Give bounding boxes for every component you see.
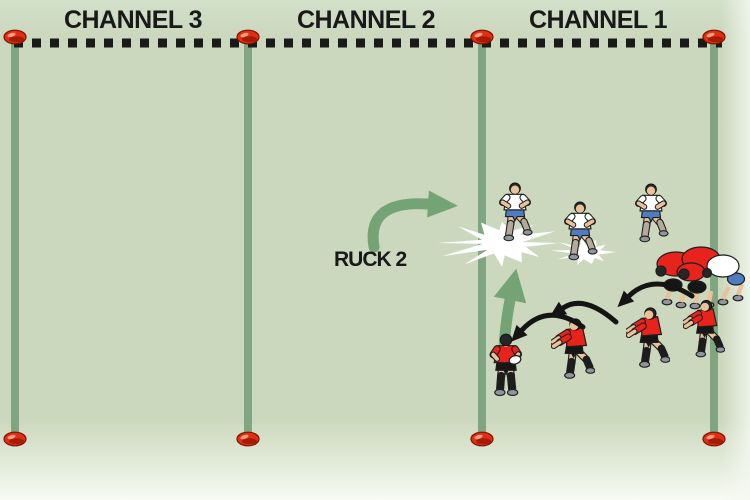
ruck-entry-arrow-head <box>427 190 458 218</box>
scrum-half <box>685 300 725 356</box>
pass-arrow-3 <box>519 312 586 333</box>
cone <box>236 431 260 447</box>
pass-arrow-2 <box>560 300 619 325</box>
cone <box>702 431 726 447</box>
channel-label-3: CHANNEL 3 <box>63 6 203 34</box>
channel-line <box>710 44 718 437</box>
channel-line <box>11 44 19 437</box>
ruck-starburst-layer <box>437 221 616 267</box>
ruck-label: RUCK 2 <box>334 248 407 271</box>
cones-layer <box>3 29 726 447</box>
cone <box>3 431 27 447</box>
cone <box>702 29 726 45</box>
attacker-2 <box>553 319 595 378</box>
cone <box>3 29 27 45</box>
ruck-starburst <box>550 236 616 266</box>
channel-label-1: CHANNEL 1 <box>528 6 668 34</box>
cone <box>470 29 494 45</box>
cone <box>236 29 260 45</box>
pass-arrows-layer <box>511 281 695 342</box>
pass-arrow-3-head <box>511 324 528 342</box>
channel-line <box>244 44 252 437</box>
pass-arrow-1-head <box>617 290 635 308</box>
attacker-3 <box>628 308 670 367</box>
channel-lines-layer <box>11 44 718 437</box>
support-run-arrow-head <box>493 268 527 304</box>
cone <box>470 431 494 447</box>
pass-arrow-1 <box>626 281 695 299</box>
defender-3 <box>639 184 669 242</box>
field-right-fade <box>722 0 750 500</box>
channel-label-2: CHANNEL 2 <box>296 6 436 34</box>
ruck-maul-cluster <box>655 246 746 310</box>
ball-carrier <box>493 334 522 395</box>
ruck-entry-arrow <box>367 198 434 253</box>
ruck-starburst <box>437 221 558 267</box>
